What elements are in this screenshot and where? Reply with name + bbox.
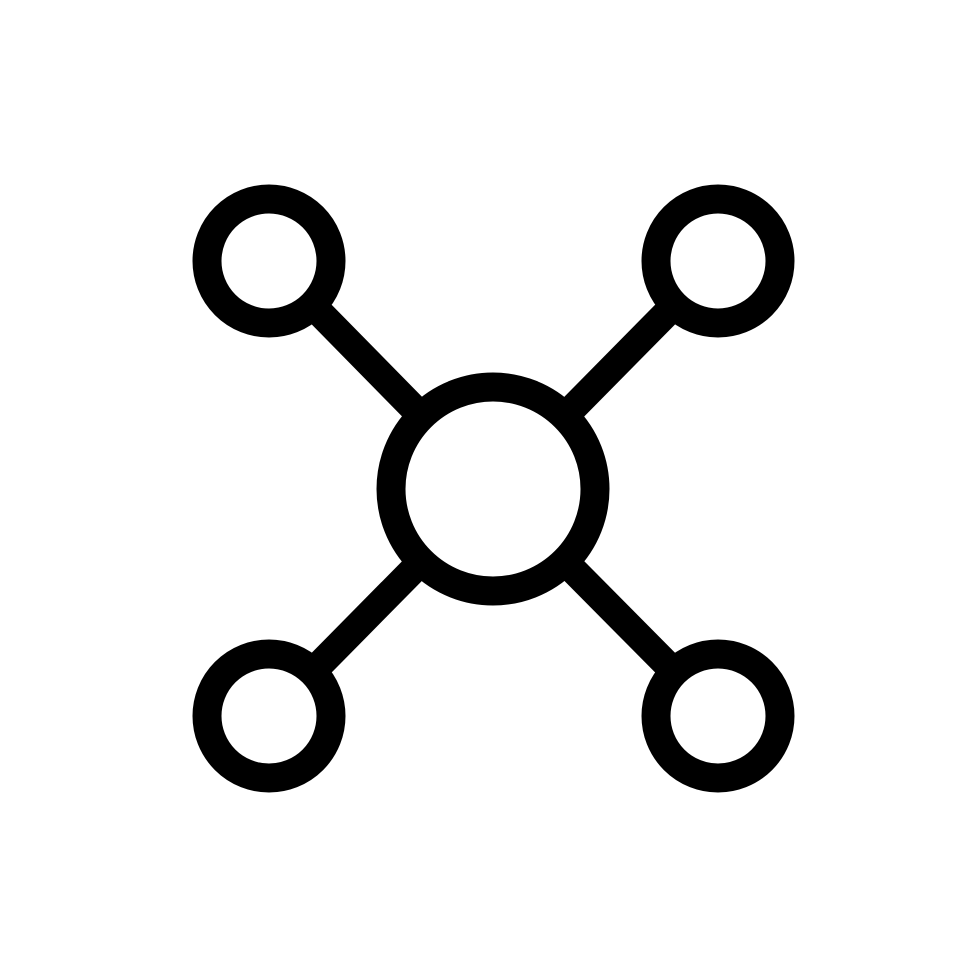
top-left-node-circle: [192, 184, 346, 338]
center-node-circle: [376, 372, 610, 606]
bottom-right-node-circle: [641, 639, 795, 793]
bottom-left-node-circle: [192, 639, 346, 793]
top-right-node-circle: [641, 184, 795, 338]
